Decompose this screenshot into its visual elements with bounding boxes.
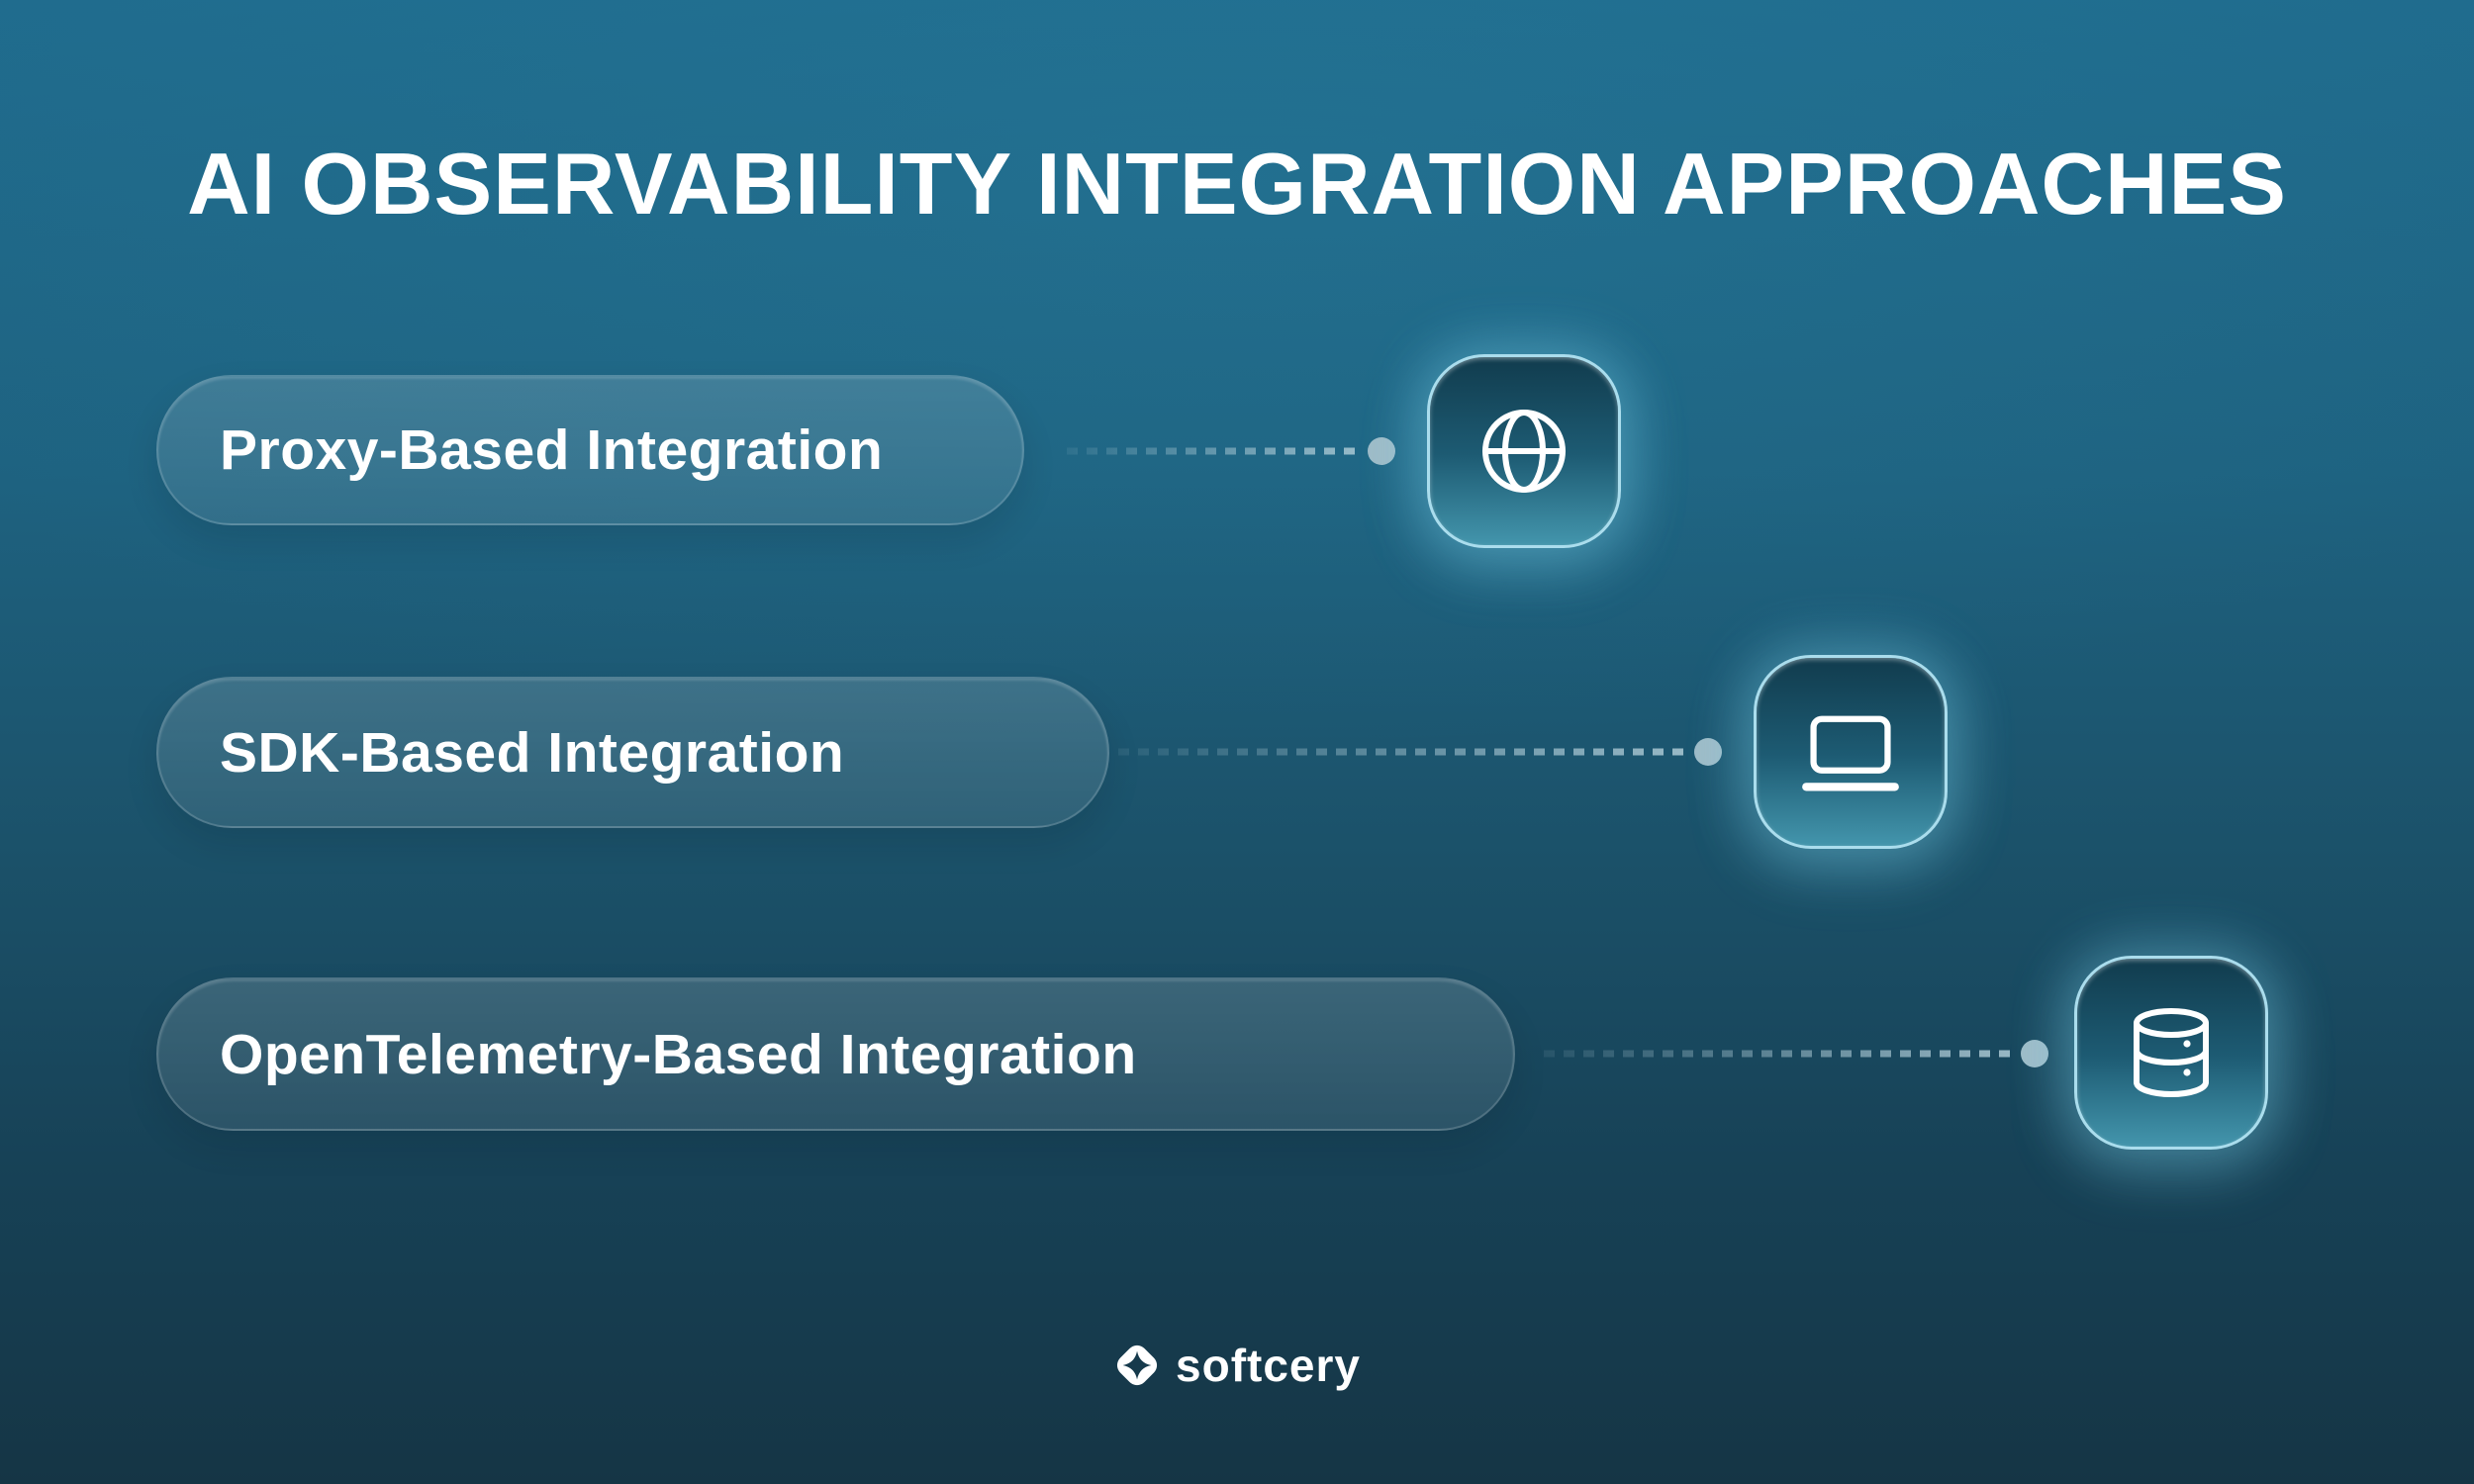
globe-icon	[1482, 410, 1566, 493]
connector-dot	[1368, 437, 1395, 465]
connector-dot	[2021, 1040, 2048, 1067]
softcery-logo-text: softcery	[1176, 1340, 1361, 1391]
connector-row-3	[1544, 1040, 2048, 1067]
connector-row-2	[1118, 738, 1722, 766]
icon-tile-sdk	[1754, 655, 1948, 849]
row-label: Proxy-Based Integration	[220, 418, 884, 482]
row-proxy-based: Proxy-Based Integration	[156, 375, 1024, 525]
connector-row-1	[1067, 437, 1395, 465]
row-sdk-based: SDK-Based Integration	[156, 677, 1109, 828]
row-opentelemetry-based: OpenTelemetry-Based Integration	[156, 977, 1515, 1131]
page-title: AI OBSERVABILITY INTEGRATION APPROACHES	[187, 135, 2287, 232]
icon-tile-proxy	[1427, 354, 1621, 548]
row-label: OpenTelemetry-Based Integration	[220, 1022, 1137, 1086]
softcery-logo: softcery	[1113, 1342, 1361, 1389]
laptop-icon	[1802, 715, 1899, 791]
connector-dot	[1694, 738, 1722, 766]
softcery-logo-mark-icon	[1113, 1342, 1162, 1389]
row-label: SDK-Based Integration	[220, 720, 845, 785]
icon-tile-otel	[2074, 956, 2268, 1150]
database-icon	[2134, 1008, 2209, 1097]
